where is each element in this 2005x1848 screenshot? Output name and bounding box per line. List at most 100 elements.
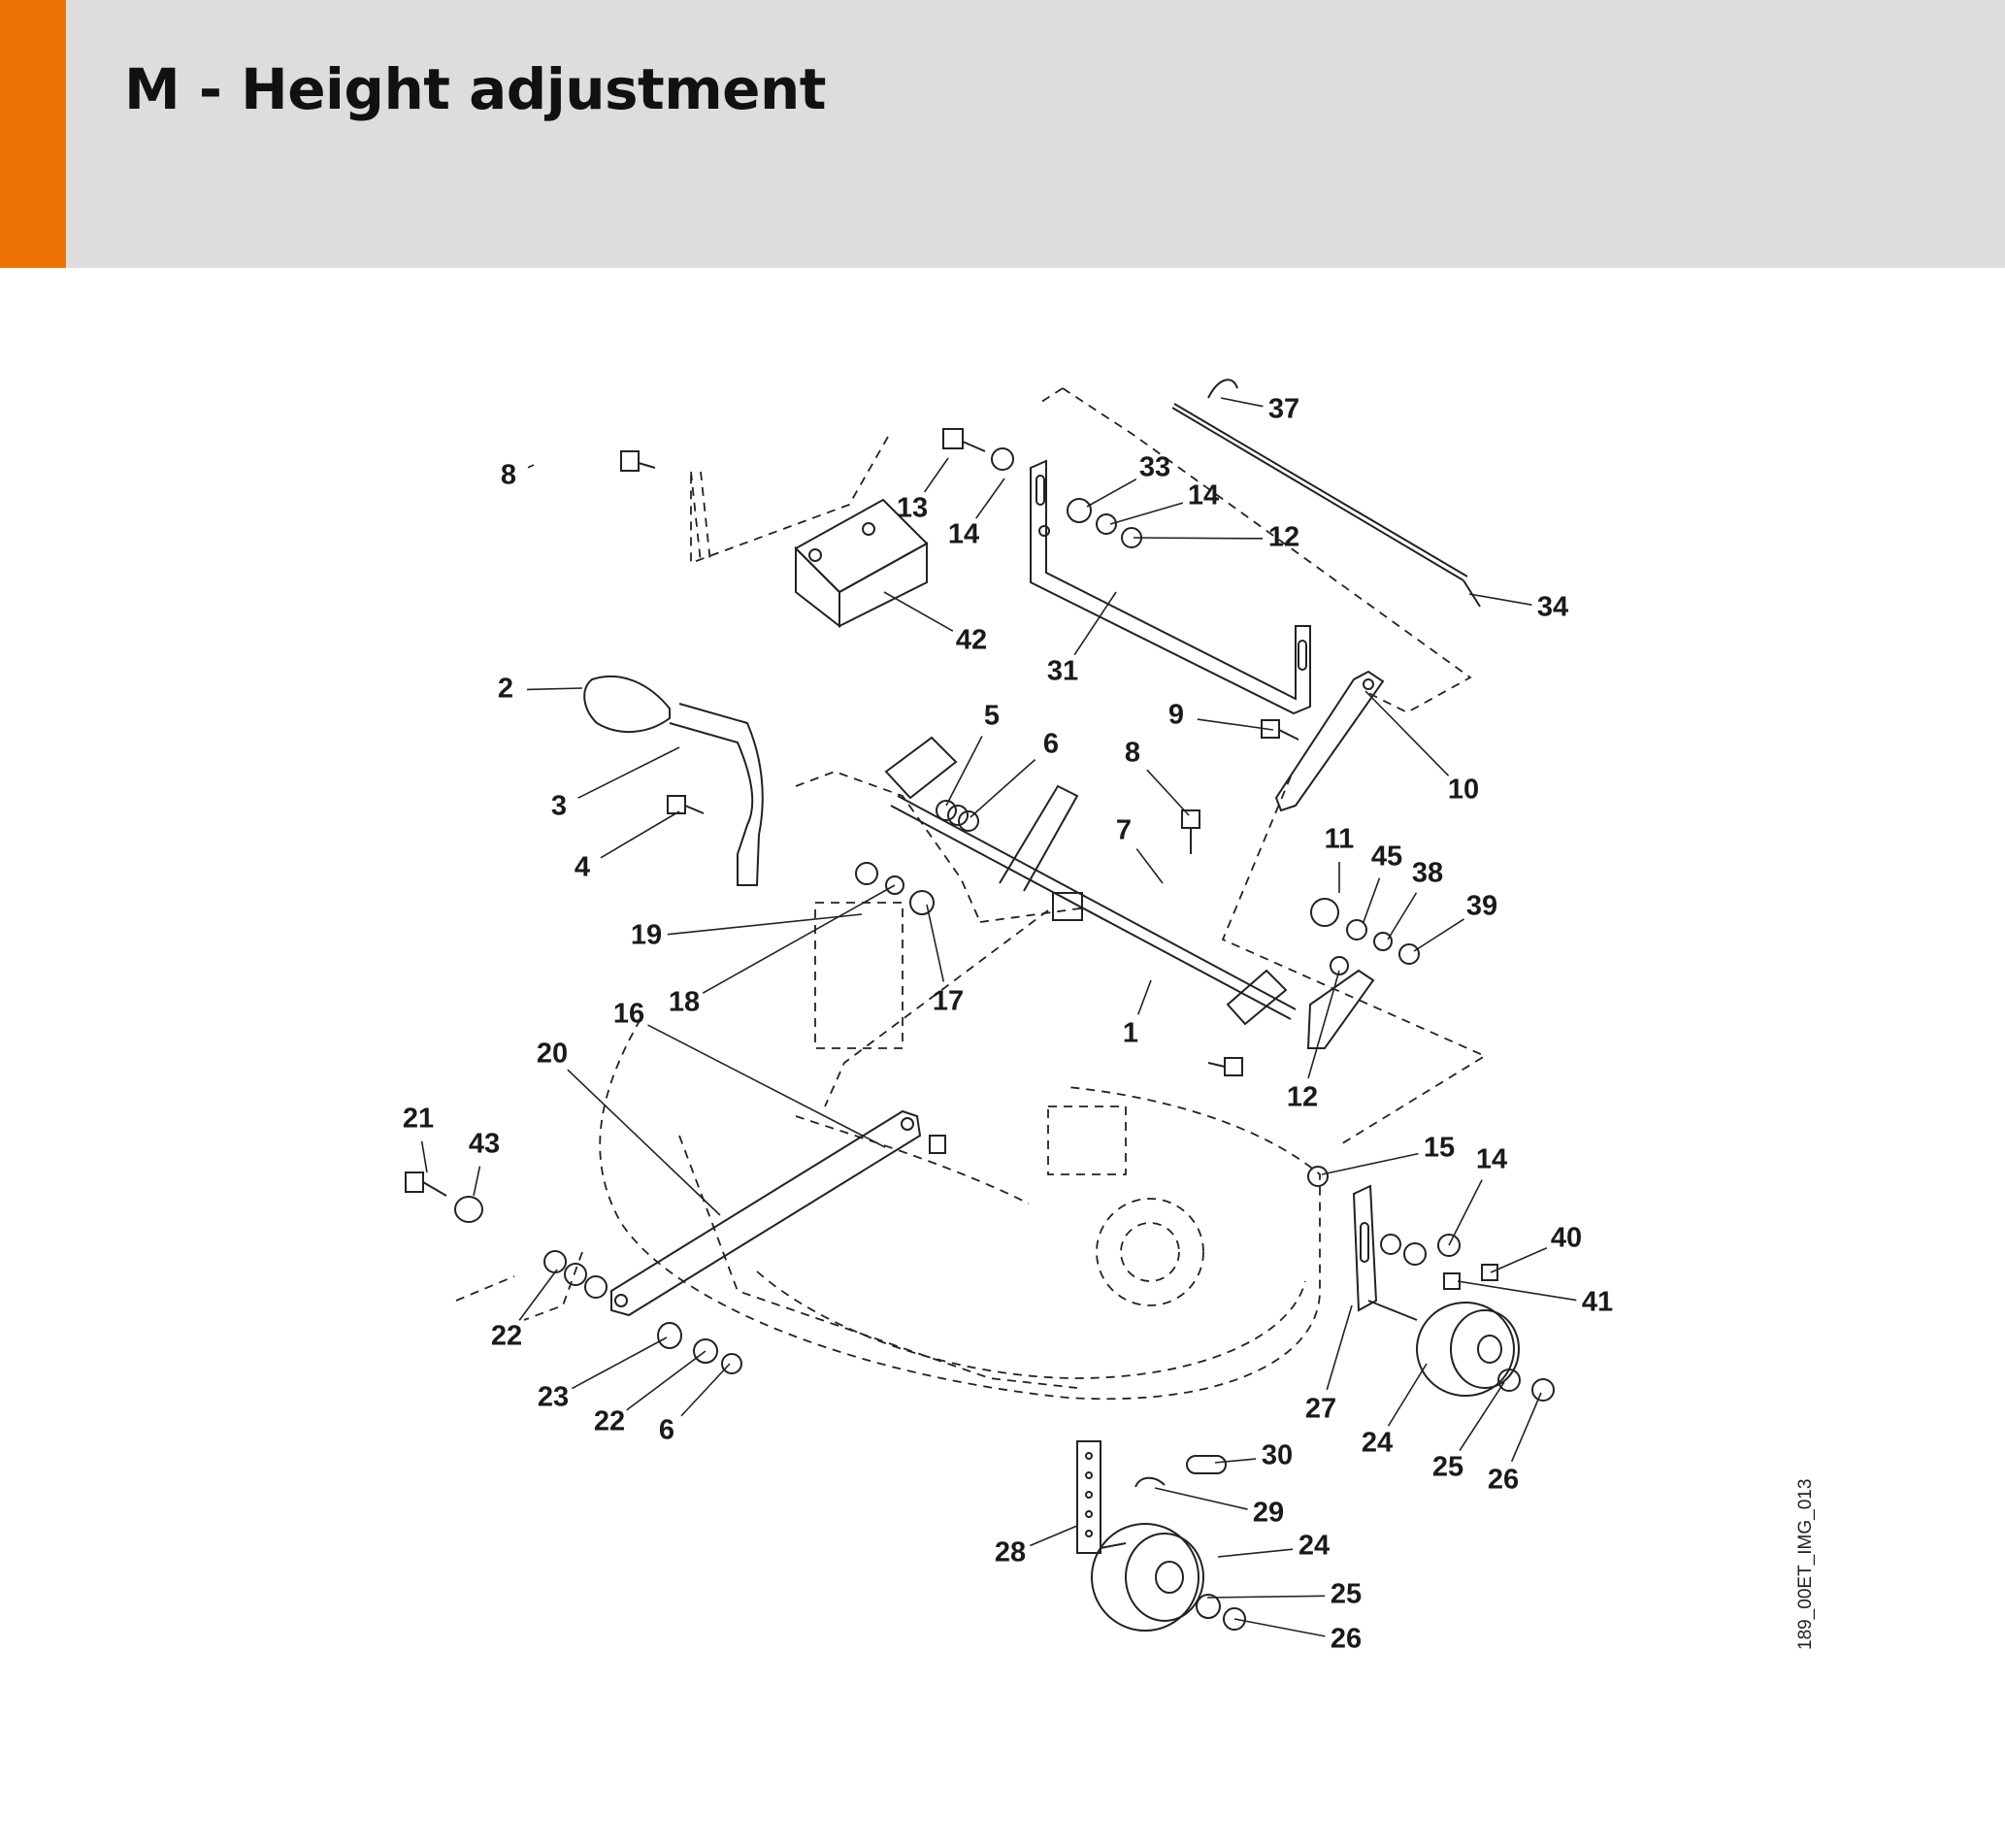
leader-line-8 xyxy=(1146,769,1190,816)
callout-23: 23 xyxy=(538,1382,569,1413)
callout-34: 34 xyxy=(1537,592,1568,623)
bracket-27 xyxy=(1352,1184,1418,1321)
callout-39: 39 xyxy=(1466,891,1497,922)
leader-line-4 xyxy=(600,810,680,859)
hardware xyxy=(405,379,1498,1488)
callout-6: 6 xyxy=(659,1415,674,1446)
leader-line-1 xyxy=(1136,979,1152,1015)
callout-24: 24 xyxy=(1362,1428,1393,1459)
callout-22: 22 xyxy=(594,1406,625,1437)
callout-30: 30 xyxy=(1262,1440,1293,1471)
leader-line-31 xyxy=(1073,591,1117,656)
callout-42: 42 xyxy=(956,625,987,656)
callout-22: 22 xyxy=(491,1321,522,1352)
callout-4: 4 xyxy=(575,852,590,883)
callout-1: 1 xyxy=(1123,1018,1138,1049)
leader-line-38 xyxy=(1387,892,1418,940)
leader-line-41 xyxy=(1457,1280,1577,1302)
leader-line-37 xyxy=(1220,397,1264,408)
callout-14: 14 xyxy=(1188,480,1219,512)
bracket-31 xyxy=(1030,459,1311,715)
callout-28: 28 xyxy=(995,1537,1026,1568)
header-band xyxy=(0,0,2005,268)
callout-29: 29 xyxy=(1253,1498,1284,1529)
callout-31: 31 xyxy=(1047,656,1078,687)
callout-43: 43 xyxy=(469,1129,500,1160)
leader-line-42 xyxy=(883,591,954,632)
callout-26: 26 xyxy=(1488,1465,1519,1496)
leader-line-34 xyxy=(1468,593,1532,607)
callout-14: 14 xyxy=(948,519,979,550)
callout-41: 41 xyxy=(1582,1287,1613,1318)
callout-18: 18 xyxy=(669,987,700,1018)
figure-reference: 189_00ET_IMG_013 xyxy=(1795,1479,1816,1650)
leader-line-22 xyxy=(518,1269,558,1321)
leader-line-25 xyxy=(1206,1595,1326,1599)
callout-3: 3 xyxy=(551,791,567,822)
leader-line-9 xyxy=(1197,718,1274,731)
leader-line-18 xyxy=(702,884,896,994)
callout-12: 12 xyxy=(1268,522,1299,553)
bracket-42 xyxy=(794,498,929,629)
accent-bar xyxy=(0,0,66,268)
leader-line-7 xyxy=(1135,848,1164,884)
leader-line-23 xyxy=(571,1336,668,1390)
rod-34 xyxy=(1171,403,1481,608)
leader-line-3 xyxy=(577,746,680,799)
callout-25: 25 xyxy=(1432,1452,1463,1483)
leader-line-20 xyxy=(567,1069,721,1216)
callout-16: 16 xyxy=(613,999,644,1030)
callout-7: 7 xyxy=(1116,815,1132,846)
leader-line-5 xyxy=(945,736,983,807)
bracket-28 xyxy=(1076,1440,1127,1554)
leader-line-12 xyxy=(1307,970,1340,1079)
phantom-outlines xyxy=(455,387,1487,1401)
leader-line-13 xyxy=(923,457,949,493)
wheel-upper xyxy=(1416,1302,1555,1402)
leader-line-17 xyxy=(926,904,945,982)
callout-12: 12 xyxy=(1287,1082,1318,1113)
leader-line-29 xyxy=(1154,1487,1248,1510)
leader-line-24 xyxy=(1217,1548,1294,1558)
callout-17: 17 xyxy=(933,986,964,1017)
leader-line-8 xyxy=(527,464,535,469)
leader-line-12 xyxy=(1133,537,1264,540)
leader-line-19 xyxy=(667,913,863,936)
callout-21: 21 xyxy=(403,1104,434,1135)
leader-line-25 xyxy=(1459,1381,1505,1452)
callout-2: 2 xyxy=(498,674,513,705)
handle-assembly xyxy=(583,675,764,886)
leader-lines xyxy=(420,397,1577,1637)
callout-15: 15 xyxy=(1424,1133,1455,1164)
callout-14: 14 xyxy=(1476,1144,1507,1175)
leader-line-6 xyxy=(680,1363,731,1417)
leader-line-14 xyxy=(1109,502,1184,525)
callout-37: 37 xyxy=(1268,394,1299,425)
leader-line-24 xyxy=(1387,1363,1428,1427)
callout-27: 27 xyxy=(1305,1394,1336,1425)
leader-line-6 xyxy=(970,759,1036,818)
leader-line-16 xyxy=(647,1024,886,1148)
main-shaft xyxy=(884,736,1375,1049)
callout-24: 24 xyxy=(1298,1531,1330,1562)
callout-38: 38 xyxy=(1412,858,1443,889)
leader-line-33 xyxy=(1086,478,1137,508)
callout-8: 8 xyxy=(1125,738,1140,769)
callout-26: 26 xyxy=(1331,1624,1362,1655)
callout-10: 10 xyxy=(1448,775,1479,806)
leader-line-39 xyxy=(1413,918,1464,952)
link-arm-20 xyxy=(610,1109,922,1317)
callout-33: 33 xyxy=(1139,452,1170,483)
wheel-lower xyxy=(1091,1523,1246,1632)
link-10 xyxy=(1274,670,1385,812)
callout-8: 8 xyxy=(501,460,516,491)
leader-line-40 xyxy=(1490,1247,1548,1273)
leader-line-2 xyxy=(526,687,583,691)
callout-6: 6 xyxy=(1043,729,1059,760)
leader-line-14 xyxy=(1448,1179,1483,1246)
leader-line-22 xyxy=(626,1350,707,1411)
callout-9: 9 xyxy=(1168,700,1184,731)
callout-13: 13 xyxy=(897,493,928,524)
callout-40: 40 xyxy=(1551,1223,1582,1254)
